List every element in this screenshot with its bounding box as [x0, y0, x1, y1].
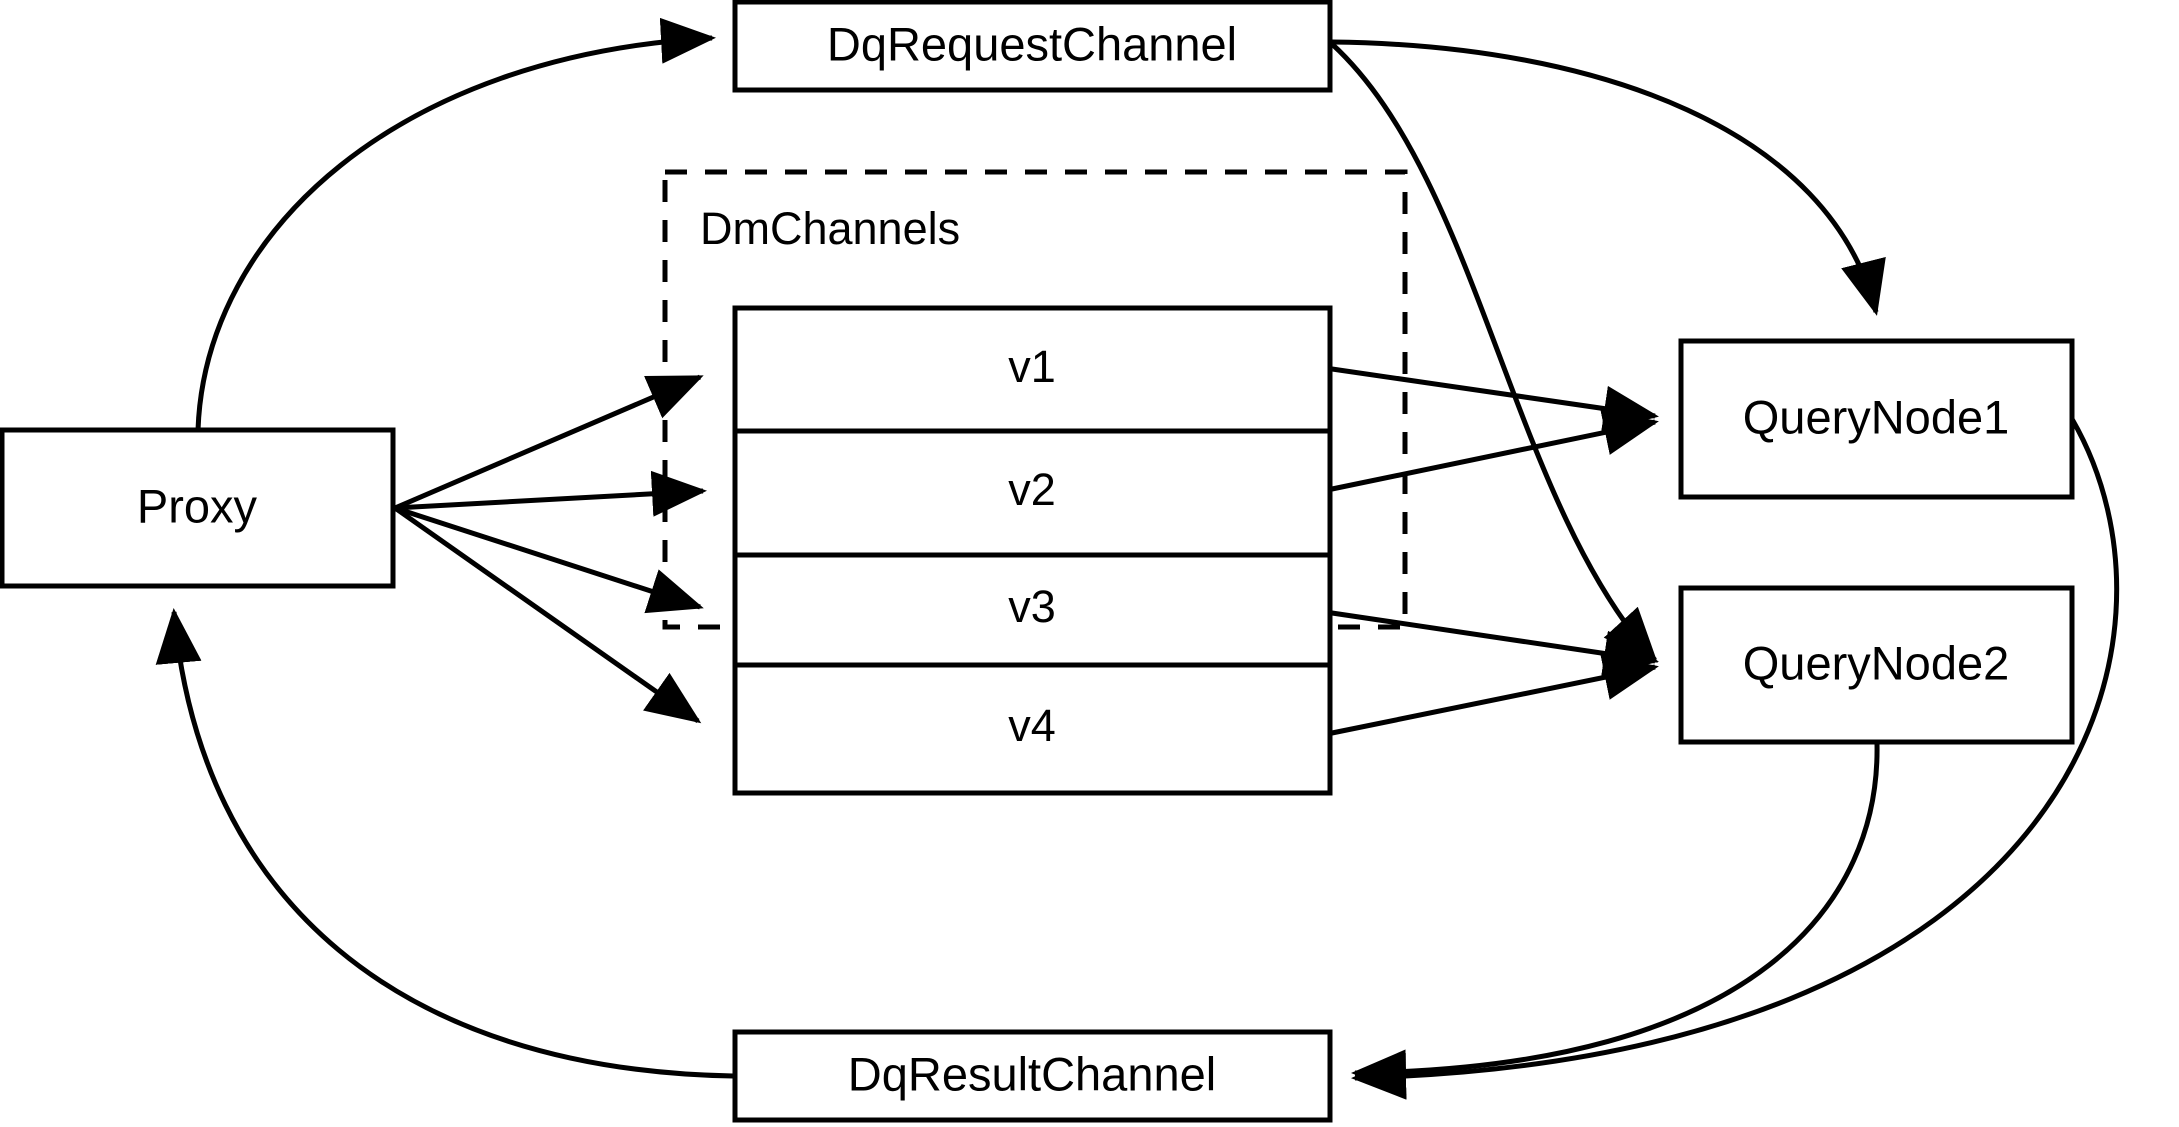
- node-query-node-1-label: QueryNode1: [1743, 390, 2010, 443]
- shard-label-v4: v4: [1008, 700, 1056, 751]
- node-dq-request-channel[interactable]: [732, 0, 1333, 93]
- shard-label-v1: v1: [1008, 341, 1056, 392]
- edge-proxy-to-v4: [393, 505, 702, 724]
- edge-proxy-to-v2: [394, 470, 707, 517]
- node-dq-result-channel-label: DqResultChannel: [848, 1047, 1216, 1100]
- edge-proxy-to-v1: [394, 374, 704, 511]
- edge-dq-request-channel-to-query-node-1: [1331, 39, 1886, 316]
- edge-proxy-to-v3: [394, 505, 704, 614]
- node-query-node-1[interactable]: [1678, 338, 2075, 500]
- shard-label-v3: v3: [1008, 581, 1056, 632]
- node-proxy-label: Proxy: [137, 479, 258, 532]
- edge-dq-request-channel-to-query-node-2: [1330, 42, 1658, 663]
- edge-v2-to-query-node-1: [1331, 409, 1659, 492]
- dm-channels-label: DmChannels: [700, 203, 960, 254]
- node-proxy[interactable]: [0, 427, 396, 589]
- edge-dq-result-channel-to-proxy: [155, 608, 734, 1079]
- edge-proxy-to-dq-request-channel: [195, 17, 716, 431]
- edge-v3-to-query-node-2: [1331, 610, 1659, 677]
- edge-v1-to-query-node-1: [1331, 366, 1659, 432]
- edge-query-node-1-to-dq-result-channel: [1351, 417, 2120, 1100]
- shard-container: [732, 305, 1333, 796]
- node-query-node-2[interactable]: [1678, 585, 2075, 745]
- edge-v4-to-query-node-2: [1331, 654, 1659, 736]
- node-dq-request-channel-label: DqRequestChannel: [827, 17, 1237, 70]
- shard-label-v2: v2: [1008, 464, 1056, 515]
- edge-query-node-2-to-dq-result-channel: [1351, 743, 1880, 1096]
- node-query-node-2-label: QueryNode2: [1743, 636, 2010, 689]
- node-dq-result-channel[interactable]: [732, 1029, 1333, 1123]
